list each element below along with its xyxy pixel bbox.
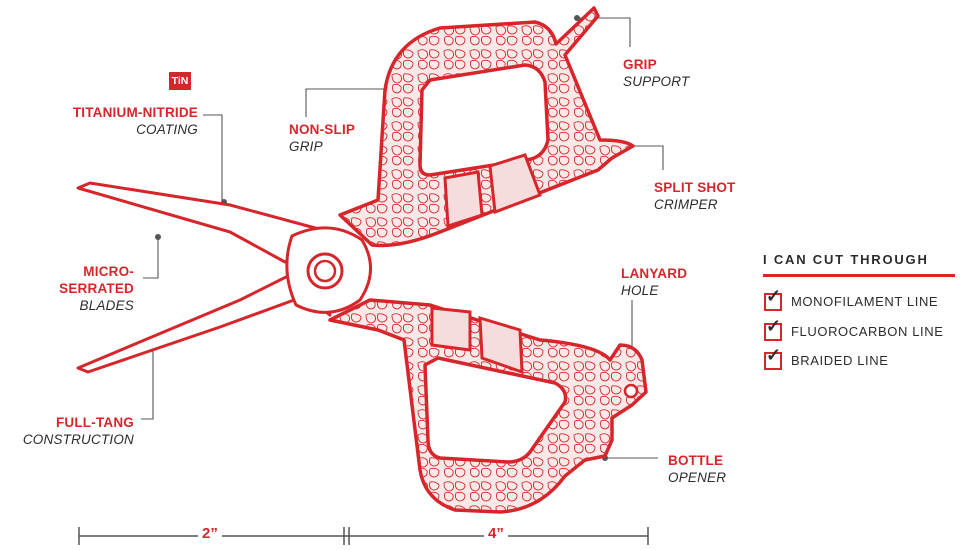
bottle-opener-sub: OPENER <box>668 470 727 485</box>
cut-item-label: FLUOROCARBON LINE <box>791 324 944 339</box>
cut-item-label: MONOFILAMENT LINE <box>791 294 939 309</box>
micro-serrated-sub: BLADES <box>79 298 134 313</box>
checkmark-icon: ✓ <box>766 345 782 365</box>
cut-item-label: BRAIDED LINE <box>791 353 889 368</box>
tin-badge: TiN <box>169 72 191 90</box>
checkbox-icon <box>764 352 782 370</box>
lanyard-sub: HOLE <box>621 283 659 298</box>
lanyard-title: LANYARD <box>621 266 688 281</box>
bottle-opener-label: BOTTLE OPENER <box>668 452 726 486</box>
full-tang-label: FULL-TANG CONSTRUCTION <box>10 414 134 448</box>
dimension-right-label: 4” <box>484 525 508 542</box>
lower-grip-band-2 <box>478 315 524 375</box>
checkmark-icon: ✓ <box>766 316 782 336</box>
grip-support-label: GRIP SUPPORT <box>623 56 689 90</box>
titanium-nitride-sub: COATING <box>136 122 198 137</box>
non-slip-label: NON-SLIP GRIP <box>289 121 355 155</box>
checkbox-icon <box>764 323 782 341</box>
non-slip-title: NON-SLIP <box>289 122 356 137</box>
upper-grip-band-1 <box>443 170 484 229</box>
pivot-ring-inner <box>313 259 337 283</box>
titanium-nitride-label: TITANIUM-NITRIDE COATING <box>40 104 198 138</box>
micro-serrated-label: MICRO-SERRATED BLADES <box>10 263 134 314</box>
split-shot-sub: CRIMPER <box>654 197 718 212</box>
lower-grip-band-1 <box>430 306 472 352</box>
lower-handle-window <box>423 356 568 464</box>
split-shot-title: SPLIT SHOT <box>654 180 736 195</box>
upper-grip-band-2 <box>488 153 542 215</box>
micro-serrated-title: MICRO-SERRATED <box>59 264 134 296</box>
lanyard-label: LANYARD HOLE <box>621 265 687 299</box>
splitshot-leader <box>629 145 664 170</box>
serrated-leader <box>143 237 159 279</box>
non-slip-sub: GRIP <box>289 139 323 154</box>
bottle-opener-title: BOTTLE <box>668 453 724 468</box>
cut-through-title: I CAN CUT THROUGH <box>763 252 929 267</box>
split-shot-label: SPLIT SHOT CRIMPER <box>654 179 736 213</box>
cut-through-rule <box>763 274 955 277</box>
dimension-bar <box>78 527 649 545</box>
checkmark-icon: ✓ <box>766 286 782 306</box>
grip-support-sub: SUPPORT <box>623 74 690 89</box>
full-tang-sub: CONSTRUCTION <box>22 432 134 447</box>
lanyard-hole <box>623 383 639 399</box>
grip-support-title: GRIP <box>623 57 657 72</box>
dimension-left-label: 2” <box>198 525 222 542</box>
full-tang-title: FULL-TANG <box>55 415 134 430</box>
checkbox-icon <box>764 293 782 311</box>
titanium-leader <box>203 114 223 202</box>
titanium-nitride-title: TITANIUM-NITRIDE <box>72 105 198 120</box>
upper-handle-window <box>418 63 550 177</box>
